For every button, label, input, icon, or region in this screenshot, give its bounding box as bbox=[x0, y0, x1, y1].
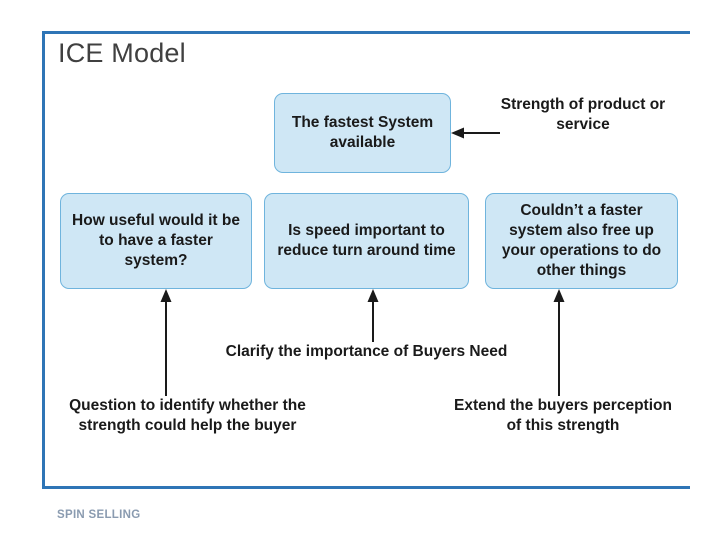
label-clarify-importance: Clarify the importance of Buyers Need bbox=[225, 343, 508, 360]
page-title: ICE Model bbox=[58, 38, 186, 68]
box-couldnt-faster-system: Couldn’t a faster system also free up yo… bbox=[485, 193, 678, 289]
box-how-useful-question: How useful would it be to have a faster … bbox=[60, 193, 252, 289]
label-strength-of-product: Strength of product or service bbox=[500, 96, 666, 134]
label-question-to-identify: Question to identify whether the strengt… bbox=[69, 397, 306, 435]
left-rule bbox=[42, 31, 45, 486]
bottom-rule bbox=[42, 486, 690, 489]
box-is-speed-important-question: Is speed important to reduce turn around… bbox=[264, 193, 469, 289]
box-fastest-system: The fastest System available bbox=[274, 93, 451, 173]
top-rule bbox=[42, 31, 690, 34]
footer-label: SPIN SELLING bbox=[57, 509, 141, 521]
label-extend-buyers-perception: Extend the buyers perception of this str… bbox=[454, 397, 672, 435]
